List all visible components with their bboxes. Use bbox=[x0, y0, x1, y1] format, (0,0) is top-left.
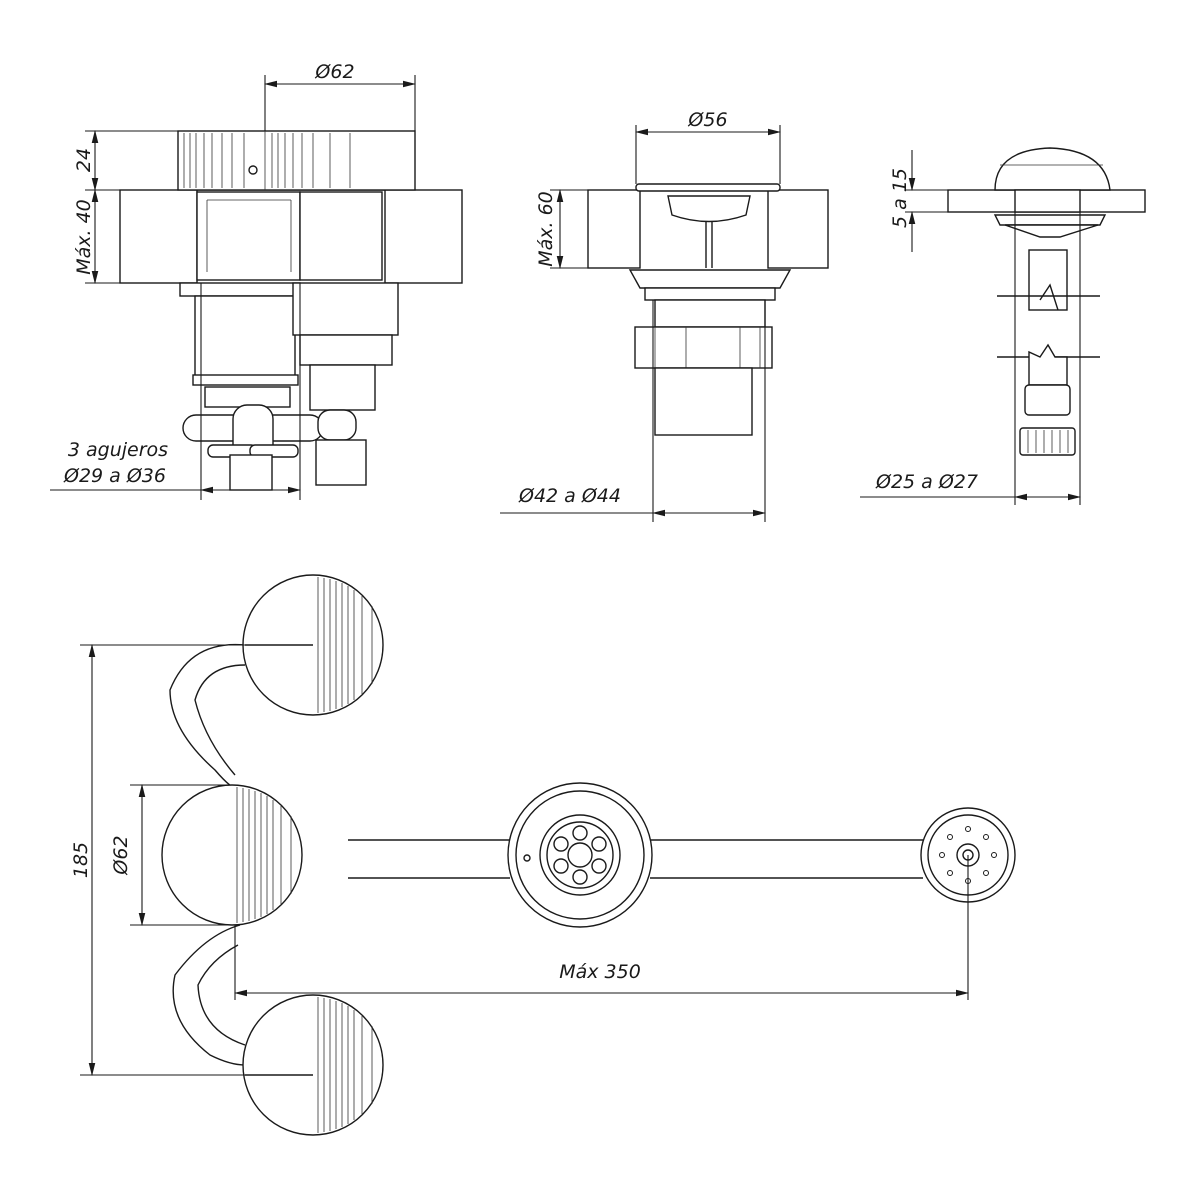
handle-diameter-label: Ø62 bbox=[110, 835, 132, 875]
popup-thickness-label: 5 a 15 bbox=[889, 168, 911, 228]
handle-middle bbox=[161, 784, 303, 926]
drain-plan bbox=[507, 782, 653, 928]
drain-side-view: Ø56 Máx. 60 Ø42 a Ø44 bbox=[500, 109, 829, 522]
drain-hole-label: Ø42 a Ø44 bbox=[518, 485, 621, 507]
popup-side-view: Ø25 a Ø27 5 a 15 bbox=[860, 147, 1146, 505]
holes-diameter-label: Ø29 a Ø36 bbox=[63, 465, 166, 487]
mixer-diameter-label: Ø62 bbox=[314, 61, 354, 83]
max-distance-label: Máx 350 bbox=[559, 961, 641, 983]
handle-spacing-label: 185 bbox=[70, 842, 92, 878]
handle-height-label: 24 bbox=[73, 148, 95, 172]
countertop-section-left bbox=[587, 189, 641, 269]
mixer-max-thickness-label: Máx. 40 bbox=[73, 199, 95, 275]
handle-body bbox=[177, 130, 416, 191]
popup-hole-label: Ø25 a Ø27 bbox=[875, 471, 978, 493]
drain-max-thickness-label: Máx. 60 bbox=[535, 191, 557, 267]
countertop-section-right bbox=[767, 189, 829, 269]
drain-diameter-label: Ø56 bbox=[687, 109, 727, 131]
mixer-side-view: Ø62 24 Máx. 40 3 agujeros Ø29 a Ø36 bbox=[50, 61, 463, 500]
holes-count-label: 3 agujeros bbox=[68, 439, 168, 461]
countertop-section-left bbox=[119, 189, 198, 284]
plan-view: 185 Ø62 Máx 350 bbox=[70, 574, 1016, 1136]
handle-bottom bbox=[242, 994, 384, 1136]
countertop-section-right bbox=[384, 189, 463, 284]
